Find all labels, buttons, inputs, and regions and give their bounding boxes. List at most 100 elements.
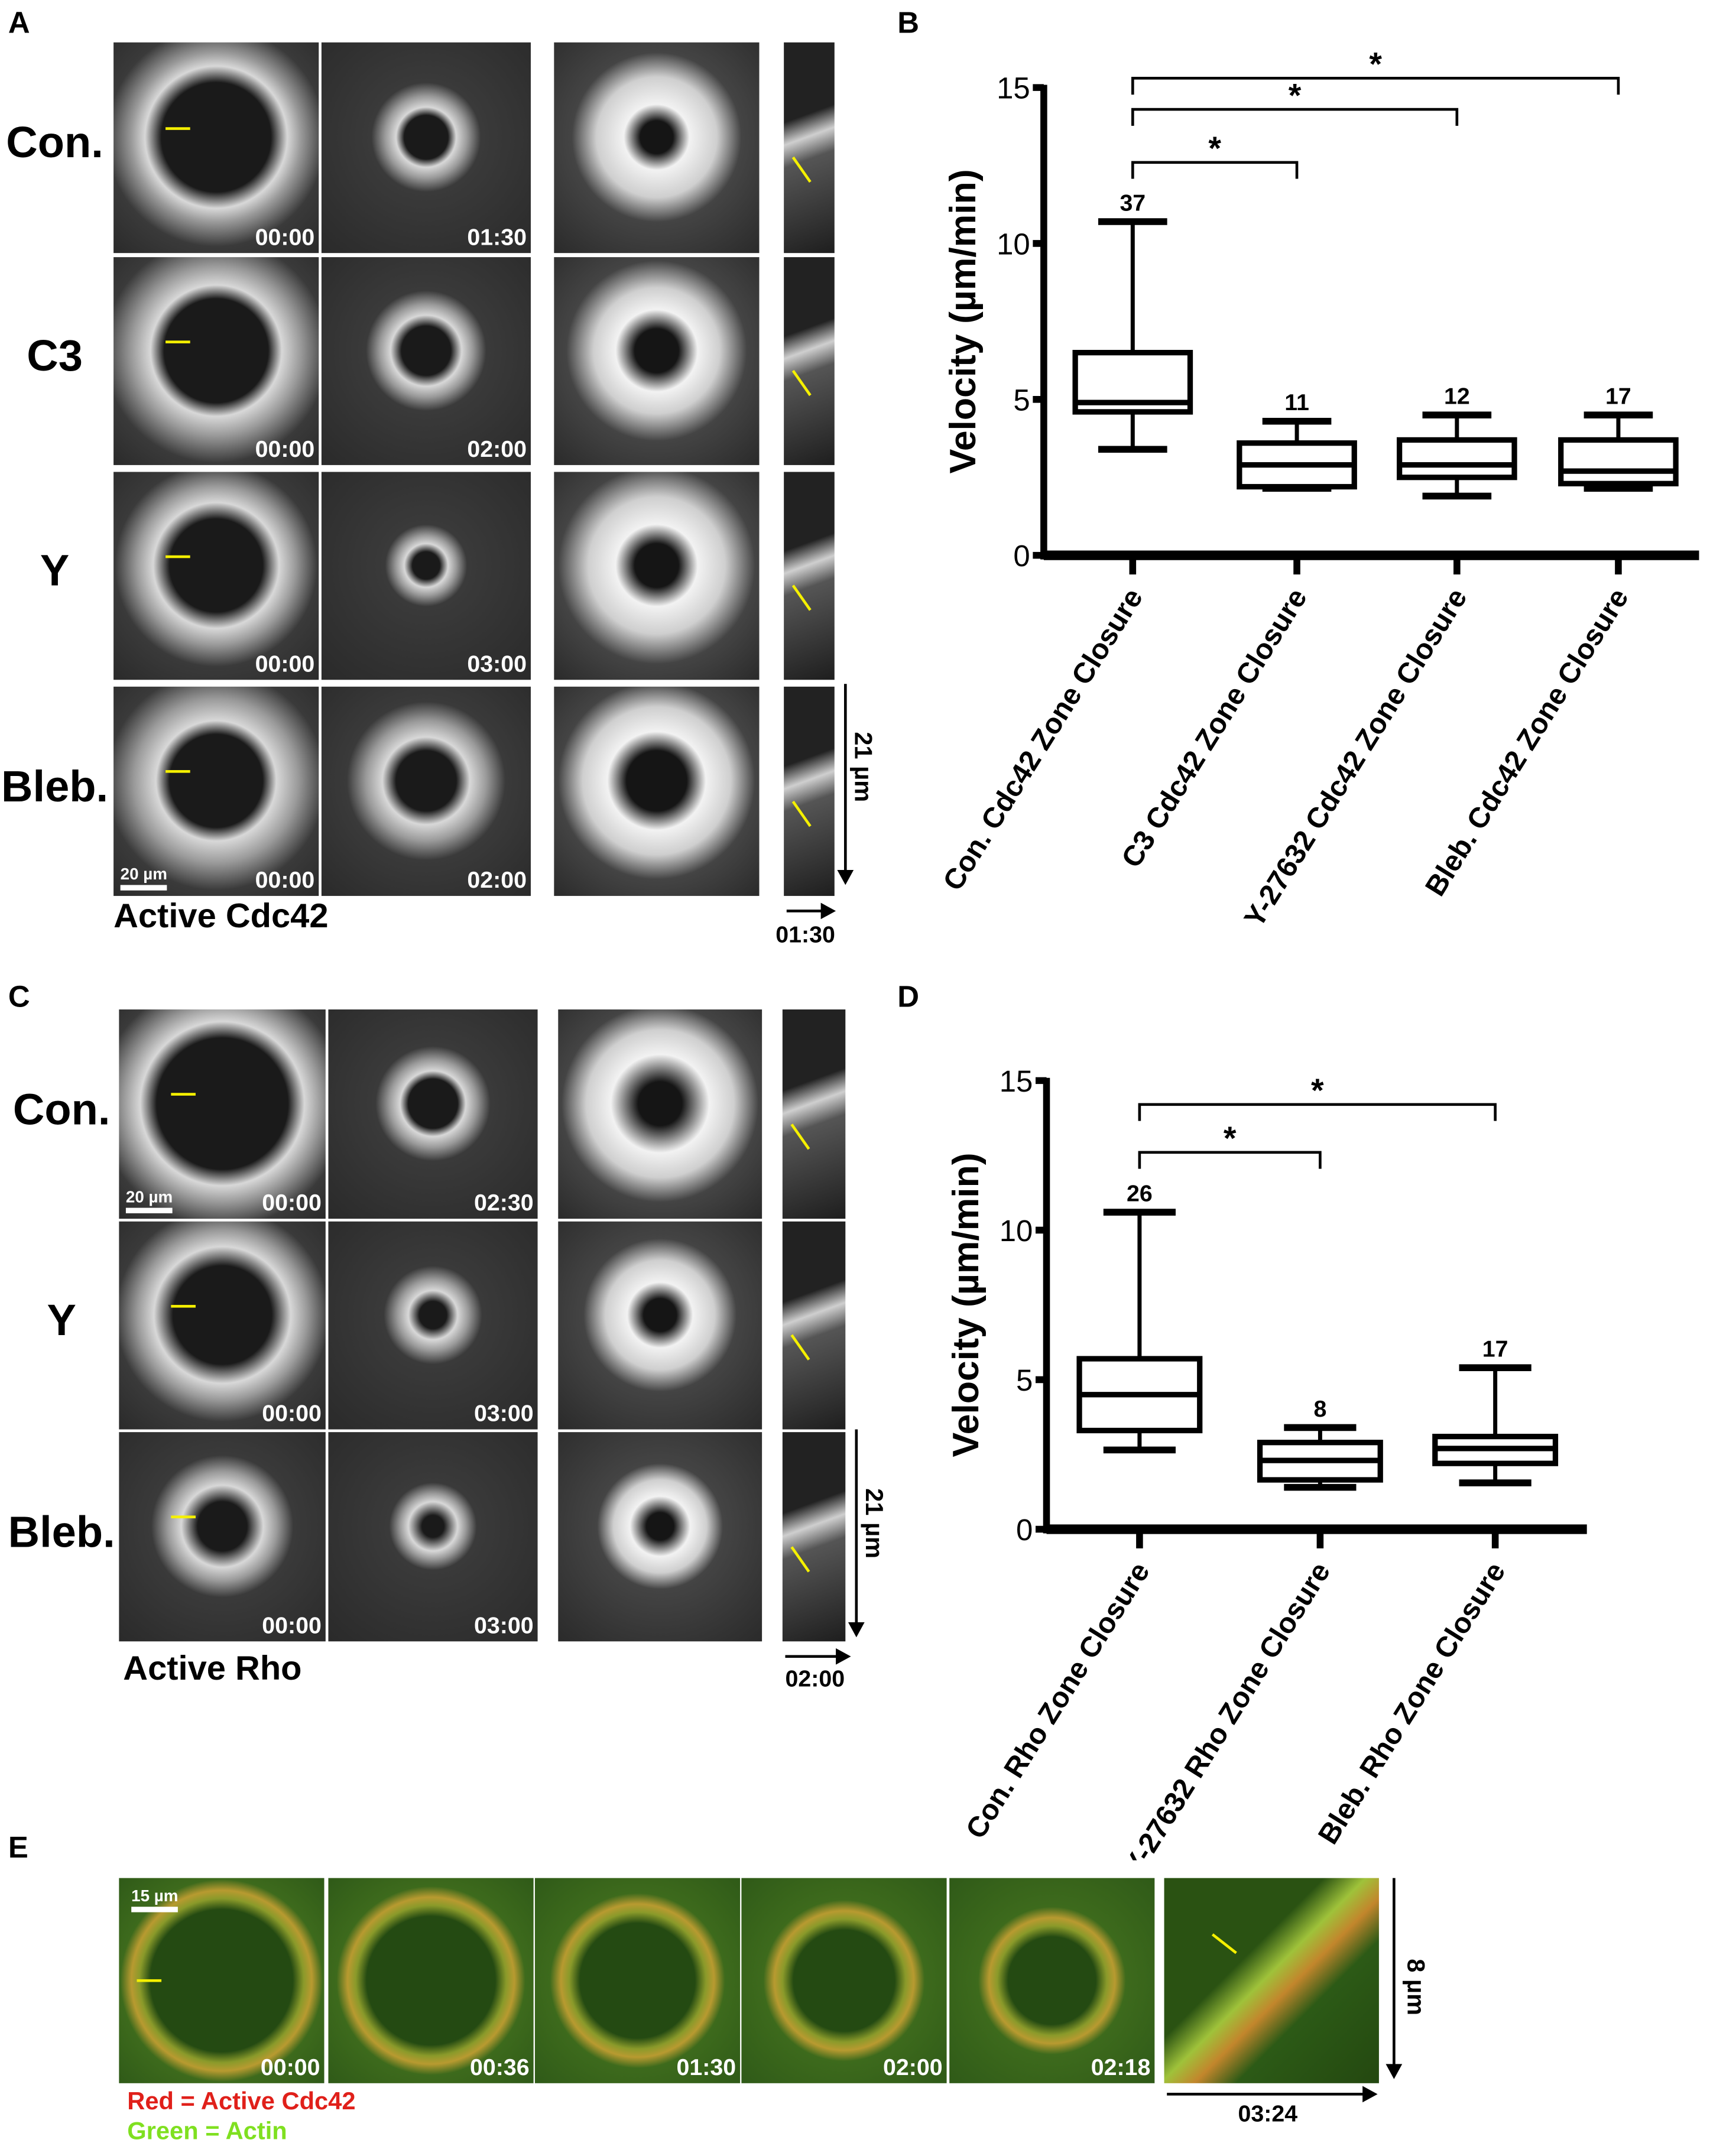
micrograph: 02:00 bbox=[321, 686, 531, 896]
legend-green: Green = Actin bbox=[127, 2117, 287, 2145]
y-axis-label: Velocity (µm/min) bbox=[945, 1152, 987, 1457]
yellow-marker bbox=[790, 1334, 810, 1361]
y-tick-label: 0 bbox=[1013, 539, 1030, 573]
kymograph bbox=[784, 42, 835, 254]
row-label: Bleb. bbox=[8, 1506, 115, 1556]
box-3: 17 bbox=[1558, 384, 1679, 492]
row-label: Y bbox=[40, 546, 70, 595]
panel-label-d: D bbox=[897, 979, 920, 1014]
panel-label-e: E bbox=[8, 1830, 28, 1865]
iqr-box bbox=[1558, 437, 1679, 486]
micrograph: 03:00 bbox=[321, 472, 531, 680]
scale-bar-label: 20 µm bbox=[125, 1187, 173, 1207]
scale-bar-label: 20 µm bbox=[120, 864, 167, 884]
yellow-marker bbox=[791, 370, 812, 397]
yellow-marker bbox=[171, 1515, 196, 1519]
panel-a-caption: Active Cdc42 bbox=[113, 897, 329, 936]
micrograph: 02:00 bbox=[321, 257, 531, 465]
significance-star: * bbox=[1369, 46, 1382, 83]
micrograph bbox=[554, 257, 760, 465]
timestamp: 02:30 bbox=[473, 1190, 534, 1216]
kymograph bbox=[782, 1009, 846, 1219]
timestamp: 03:00 bbox=[473, 1612, 534, 1639]
kymo-time-arrow bbox=[786, 910, 825, 913]
timestamp: 03:00 bbox=[473, 1400, 534, 1427]
kymo-space-arrow bbox=[855, 1429, 858, 1628]
yellow-marker bbox=[137, 1979, 162, 1982]
micrograph: 01:30 bbox=[321, 42, 531, 254]
panel-c-caption: Active Rho bbox=[123, 1650, 302, 1688]
micrograph: 00:00 bbox=[119, 1432, 326, 1642]
yellow-marker bbox=[791, 585, 812, 612]
kymo-space-label-c: 21 µm bbox=[860, 1488, 888, 1559]
box-2: 17 bbox=[1432, 1336, 1559, 1486]
micrograph: 00:00 bbox=[119, 1221, 326, 1430]
kymograph bbox=[782, 1221, 846, 1430]
timestamp: 00:00 bbox=[262, 1190, 322, 1216]
n-label: 12 bbox=[1444, 384, 1470, 410]
y-tick-label: 10 bbox=[1000, 1214, 1033, 1248]
category-label: Con. Rho Zone Closure bbox=[960, 1557, 1156, 1844]
timestamp: 01:30 bbox=[676, 2054, 736, 2081]
yellow-marker bbox=[790, 1123, 810, 1150]
box-2: 12 bbox=[1397, 384, 1517, 500]
timestamp: 02:18 bbox=[1091, 2054, 1151, 2081]
timestamp: 00:00 bbox=[255, 224, 315, 251]
timestamp: 01:30 bbox=[467, 224, 527, 251]
box-0: 26 bbox=[1076, 1181, 1203, 1454]
n-label: 8 bbox=[1313, 1396, 1326, 1422]
micrograph: 00:00 20 µm bbox=[119, 1009, 326, 1219]
scale-bar: 20 µm bbox=[120, 864, 167, 891]
y-tick-label: 10 bbox=[997, 227, 1030, 261]
timestamp: 00:00 bbox=[260, 2054, 320, 2081]
kymo-time-label-a: 01:30 bbox=[775, 921, 835, 948]
timestamp: 00:00 bbox=[255, 867, 315, 894]
legend-red: Red = Active Cdc42 bbox=[127, 2087, 356, 2115]
merged-micrograph: 02:18 bbox=[949, 1878, 1155, 2083]
merged-micrograph: 01:30 bbox=[534, 1878, 741, 2083]
row-label: C3 bbox=[27, 331, 83, 381]
yellow-marker bbox=[790, 1545, 810, 1573]
n-label: 17 bbox=[1482, 1336, 1508, 1362]
y-tick-label: 5 bbox=[1013, 383, 1030, 417]
category-label: Y-27632 Rho Zone Closure bbox=[1118, 1557, 1337, 1860]
kymo-time-arrow bbox=[1167, 2093, 1365, 2096]
arrowhead-down-icon bbox=[1385, 2064, 1403, 2079]
micrograph: 00:00 bbox=[113, 257, 319, 465]
kymo-time-arrow bbox=[785, 1655, 841, 1658]
kymo-space-arrow bbox=[843, 684, 847, 876]
kymo-space-arrow bbox=[1393, 1878, 1396, 2070]
micrograph: 02:30 bbox=[328, 1009, 538, 1219]
panel-label-c: C bbox=[8, 979, 30, 1014]
yellow-marker bbox=[791, 157, 812, 184]
timestamp: 02:00 bbox=[882, 2054, 943, 2081]
yellow-marker bbox=[166, 770, 190, 774]
arrowhead-right-icon bbox=[836, 1648, 851, 1665]
yellow-marker bbox=[166, 340, 190, 343]
timestamp: 02:00 bbox=[467, 436, 527, 463]
significance-bracket bbox=[1138, 1151, 1322, 1169]
timestamp: 00:00 bbox=[255, 651, 315, 677]
row-label: Con. bbox=[6, 118, 103, 167]
n-label: 11 bbox=[1284, 389, 1309, 415]
significance-star: * bbox=[1289, 77, 1302, 113]
micrograph bbox=[554, 472, 760, 680]
scale-bar: 20 µm bbox=[125, 1187, 173, 1213]
timestamp: 00:36 bbox=[470, 2054, 530, 2081]
timestamp: 02:00 bbox=[467, 867, 527, 894]
iqr-box bbox=[1397, 437, 1517, 480]
micrograph: 03:00 bbox=[328, 1432, 538, 1642]
timestamp: 00:00 bbox=[262, 1612, 322, 1639]
micrograph bbox=[558, 1432, 762, 1642]
significance-bracket bbox=[1138, 1103, 1497, 1121]
timestamp: 00:00 bbox=[262, 1400, 322, 1427]
scale-bar: 15 µm bbox=[131, 1886, 179, 1913]
micrograph: 00:00 bbox=[113, 42, 319, 254]
significance-star: * bbox=[1311, 1072, 1324, 1109]
row-label: Con. bbox=[12, 1084, 111, 1134]
row-label: Y bbox=[47, 1295, 76, 1345]
significance-star: * bbox=[1224, 1120, 1237, 1157]
yellow-marker bbox=[791, 800, 812, 827]
